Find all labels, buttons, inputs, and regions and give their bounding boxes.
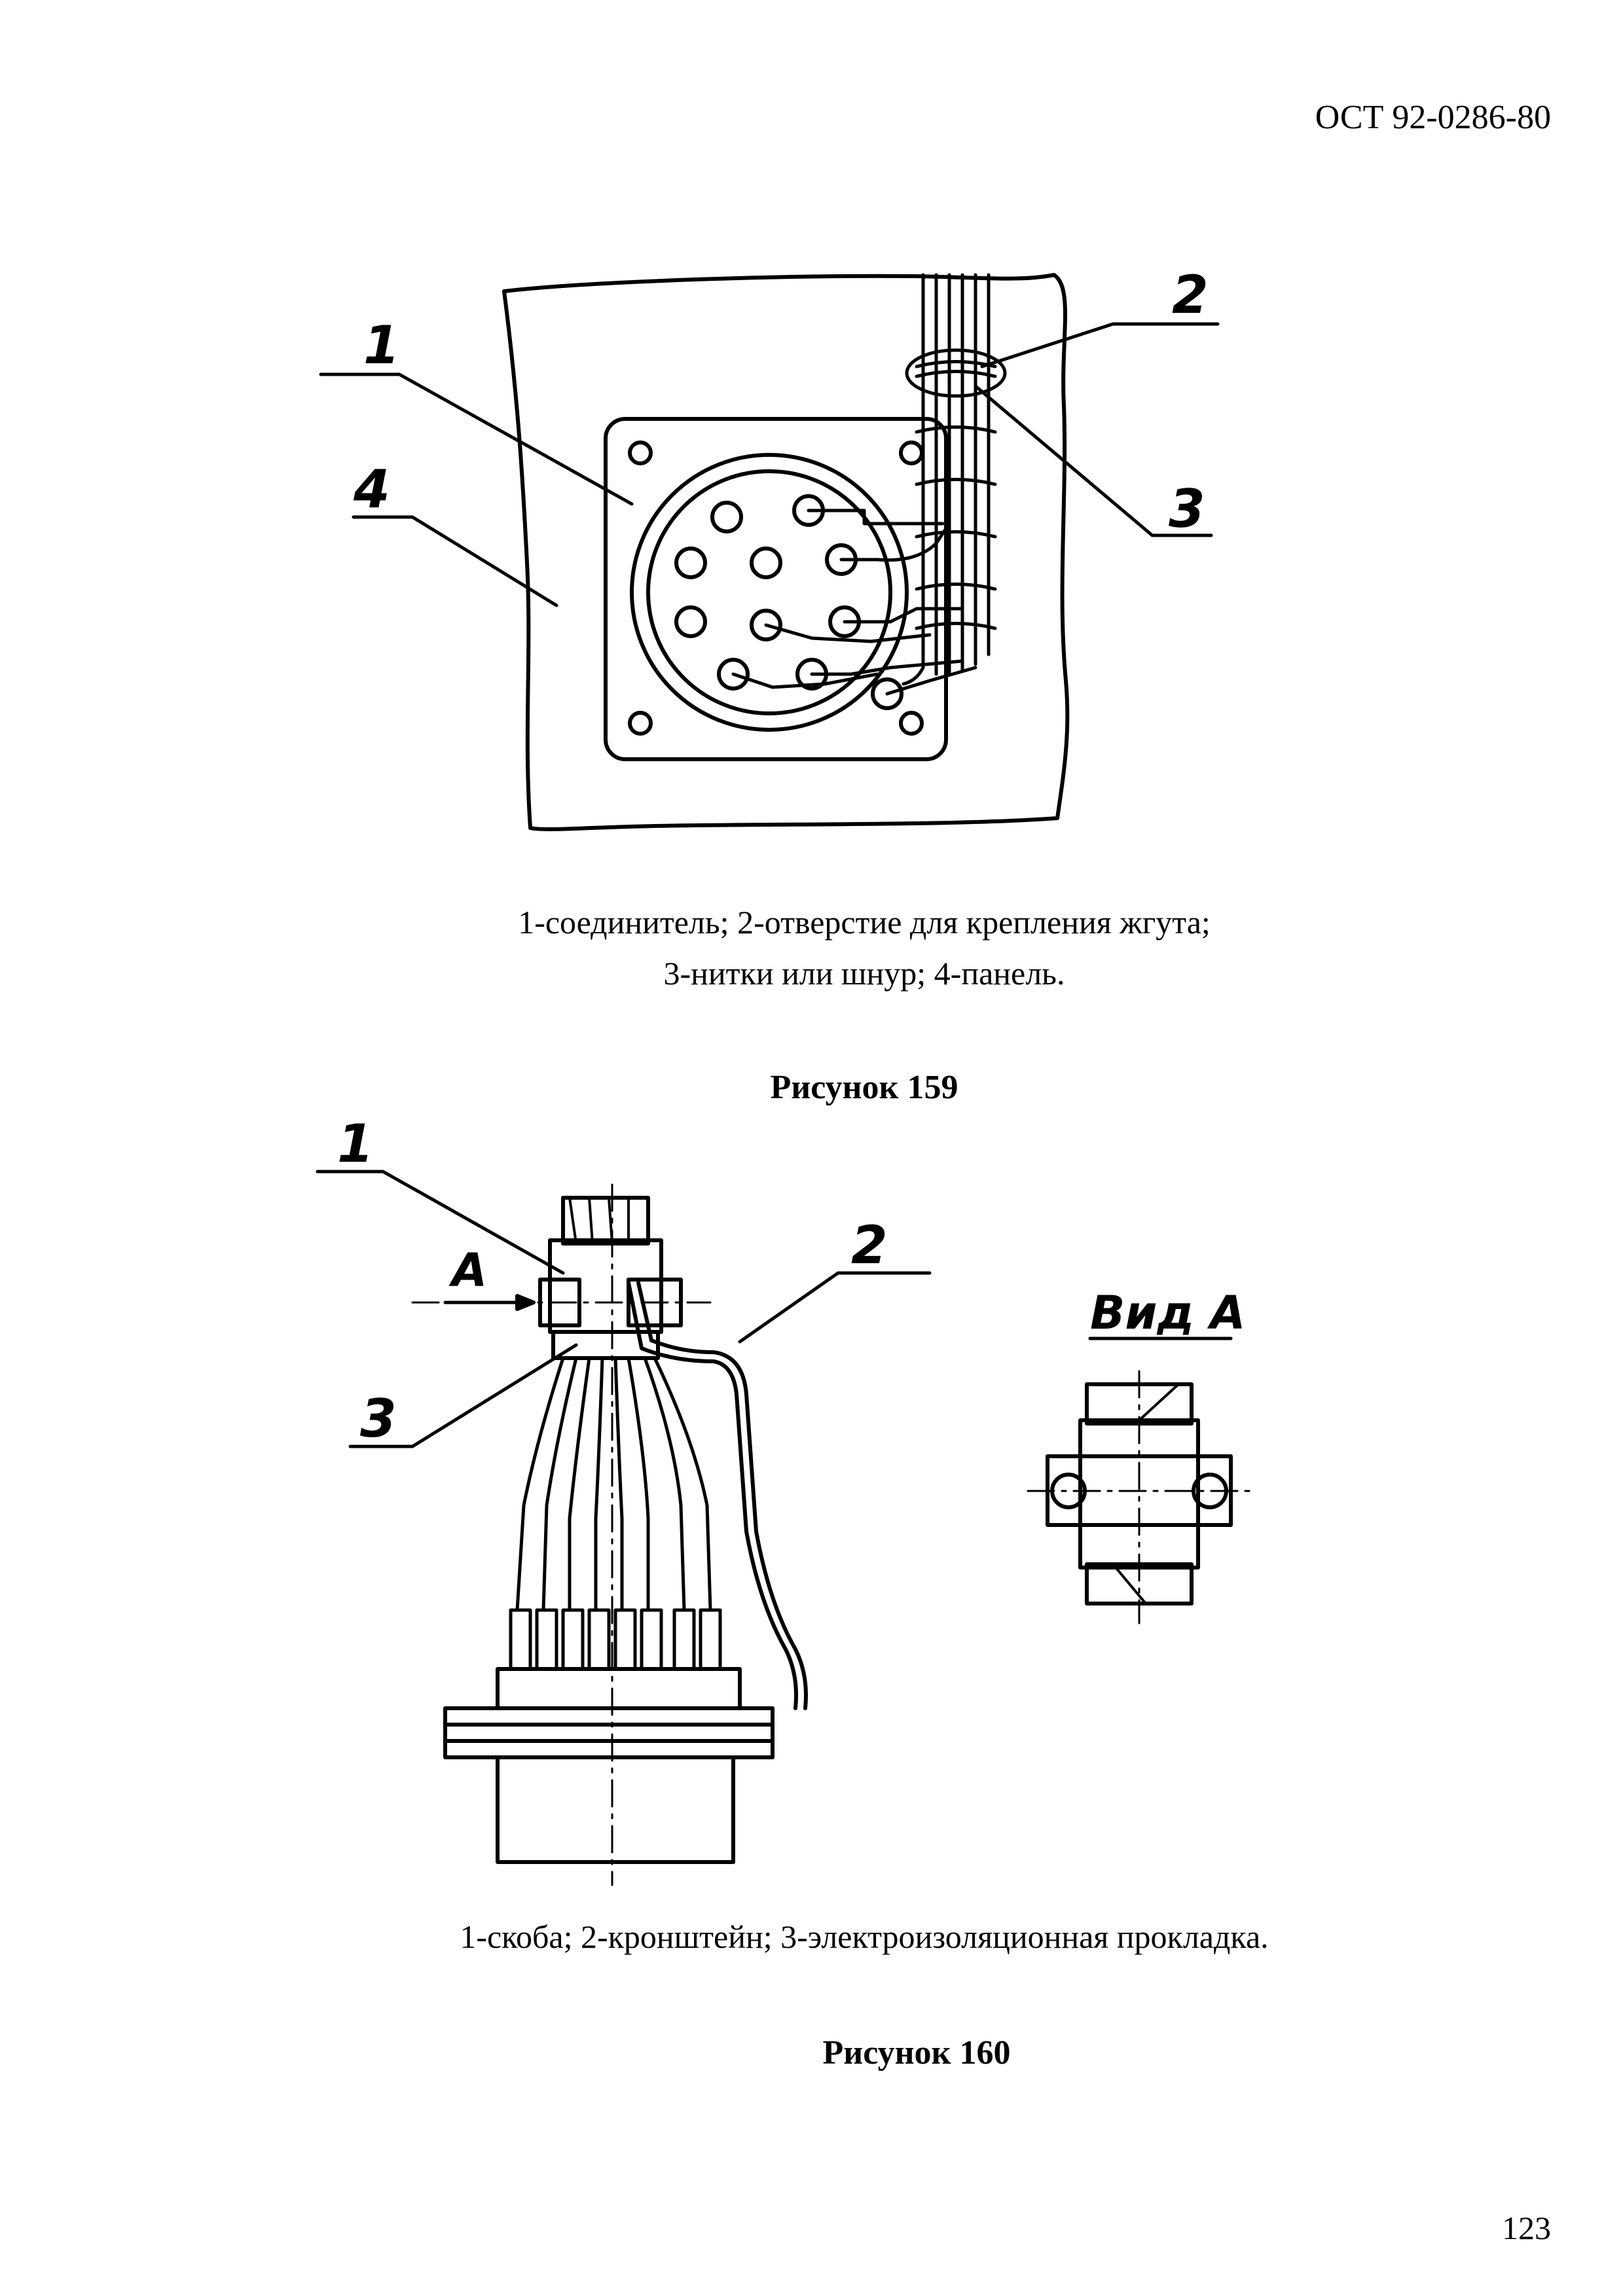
figure-159-drawing: 1 4 2 3 bbox=[319, 264, 1220, 831]
wire-harness bbox=[902, 273, 1007, 686]
figure-160-title: Рисунок 160 bbox=[822, 2034, 1011, 2072]
fig159-callout-4: 4 bbox=[353, 459, 390, 520]
fig160-arrow-label: А bbox=[448, 1244, 487, 1297]
figure-159-caption-line-2: 3-нитки или шнур; 4-панель. bbox=[663, 955, 1065, 992]
bracket bbox=[627, 1281, 798, 1710]
fig160-view-label: Вид А bbox=[1090, 1286, 1245, 1340]
figure-160-caption: 1-скоба; 2-кронштейн; 3-электроизоляцион… bbox=[460, 1918, 1269, 1955]
fig160-callout-3: 3 bbox=[360, 1388, 397, 1449]
figure-159-caption-line-1: 1-соединитель; 2-отверстие для крепления… bbox=[518, 904, 1211, 941]
connector-flange bbox=[604, 417, 948, 761]
document-code: ОСТ 92-0286-80 bbox=[1315, 99, 1551, 136]
fanned-wires bbox=[515, 1356, 712, 1612]
figure-159-title: Рисунок 159 bbox=[770, 1069, 958, 1106]
panel-outline bbox=[502, 273, 1070, 831]
connector-body bbox=[496, 1755, 735, 1864]
fig160-callout-2: 2 bbox=[851, 1215, 888, 1276]
connector-contacts bbox=[674, 494, 903, 710]
page-number: 123 bbox=[1502, 2210, 1551, 2246]
fig159-callout-3: 3 bbox=[1169, 478, 1205, 539]
fig159-callout-2: 2 bbox=[1172, 264, 1209, 325]
view-a-drawing bbox=[1027, 1370, 1252, 1624]
fig160-callout-1: 1 bbox=[337, 1113, 374, 1174]
connector-wires bbox=[731, 509, 977, 696]
fig159-callout-1: 1 bbox=[363, 315, 400, 376]
figure-160-drawing: 1 2 3 А Вид А bbox=[316, 1113, 1252, 1886]
